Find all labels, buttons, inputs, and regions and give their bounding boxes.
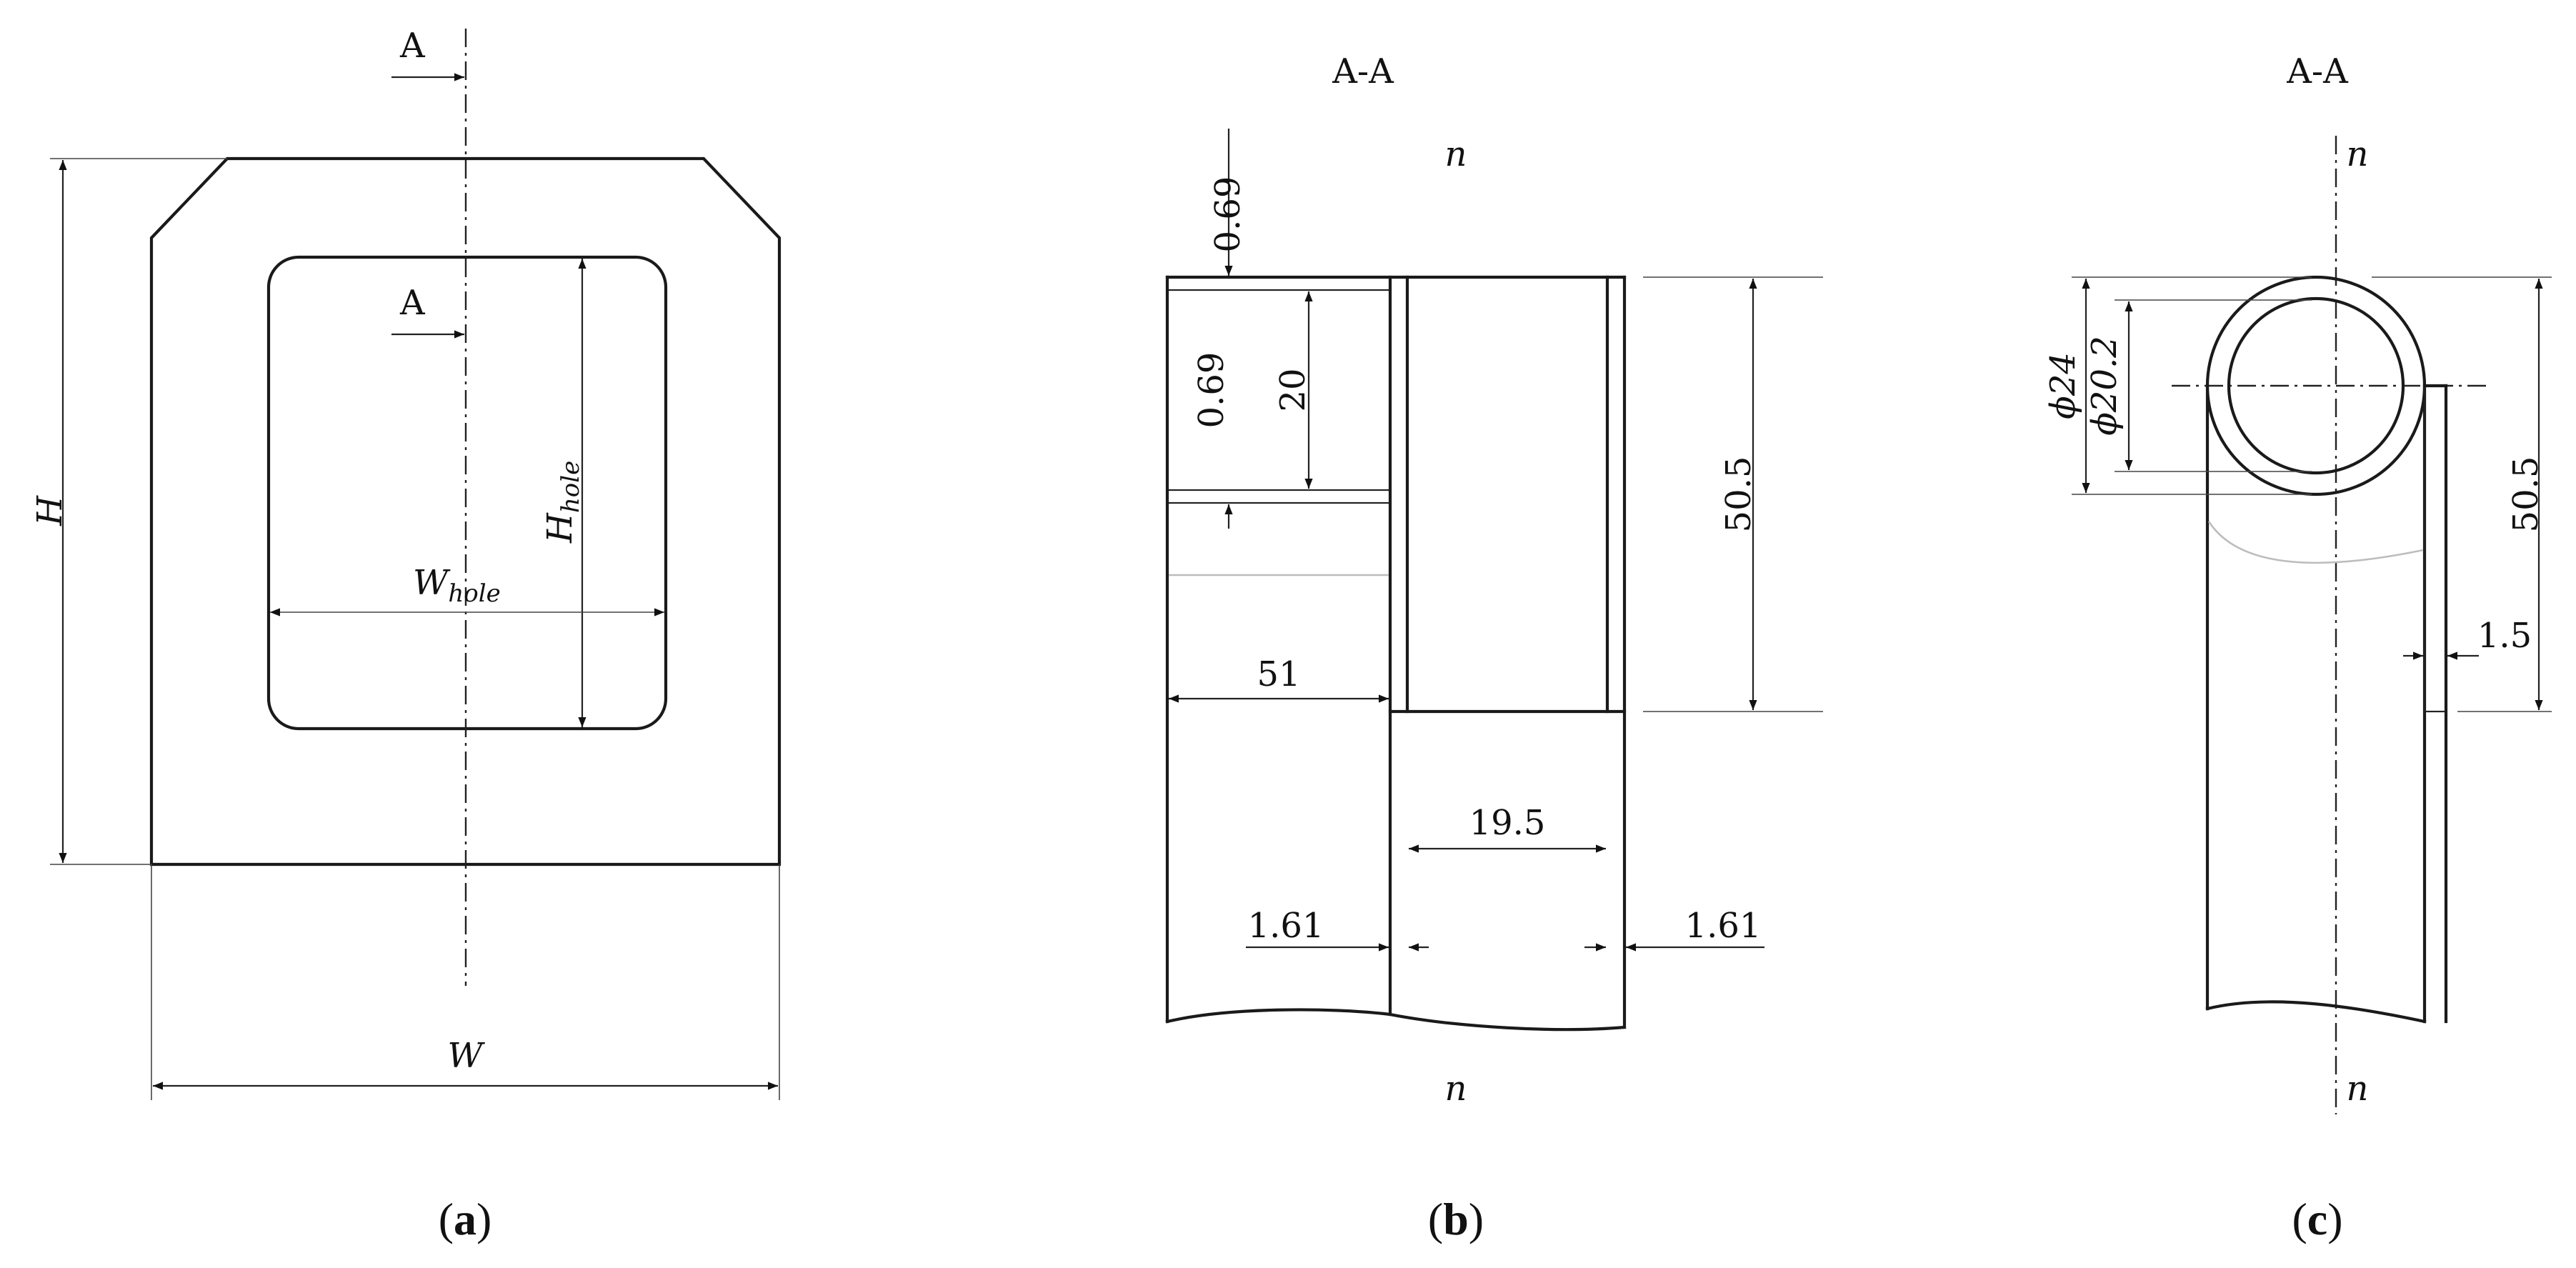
dim-c-phi20: ϕ20.2 — [2085, 336, 2125, 436]
caption-c: (c) — [2292, 1194, 2342, 1244]
view-a-frame: A A H W Hhole Whole (a) — [30, 26, 782, 1244]
section-title-b: A-A — [1332, 51, 1394, 91]
dim-b-wall-left: 1.61 — [1248, 906, 1324, 946]
b-break-line — [1165, 1008, 1627, 1032]
c-tube-inner — [2227, 296, 2405, 475]
section-mark-inner: A — [399, 283, 426, 323]
normal-top-b: n — [1445, 134, 1467, 174]
dim-c-total: 50.5 — [2506, 456, 2546, 533]
view-b-section: A-A n n 0.69 0.69 20 50.5 51 — [1165, 51, 1823, 1244]
dim-hhole-sub: hole — [556, 461, 585, 513]
normal-bottom-c: n — [2347, 1069, 2369, 1109]
dim-whole-label: Whole — [413, 563, 501, 608]
c-skin-hatch — [2423, 384, 2447, 713]
c-break-line — [2205, 1000, 2427, 1024]
dim-b-skin-top: 0.69 — [1208, 176, 1248, 253]
dim-b-total: 50.5 — [1719, 456, 1759, 533]
dim-whole-sub: hole — [448, 579, 500, 608]
dim-hhole-label: Hhole — [540, 461, 585, 544]
view-c-section: A-A n n ϕ24 ϕ20.2 50.5 — [2043, 51, 2552, 1244]
caption-b: (b) — [1428, 1194, 1484, 1244]
dim-c-phi24: ϕ24 — [2043, 352, 2083, 419]
dim-w-label: W — [447, 1036, 485, 1076]
frame-hole-outline — [266, 255, 668, 731]
dim-b-left: 51 — [1257, 654, 1300, 694]
dim-h-label: H — [30, 495, 70, 526]
dim-c-wall: 1.5 — [2477, 616, 2532, 656]
dim-b-wall-right: 1.61 — [1685, 906, 1762, 946]
dim-b-right: 19.5 — [1469, 803, 1546, 843]
c-ghost-ellipse — [2207, 521, 2424, 564]
section-mark-top: A — [399, 26, 426, 66]
caption-a: (a) — [439, 1194, 492, 1244]
dim-whole-main: W — [413, 563, 451, 603]
normal-bottom-b: n — [1445, 1069, 1467, 1109]
inner-skin-hatch — [1166, 489, 1392, 504]
top-skin-hatch — [1166, 276, 1392, 291]
dim-hhole-main: H — [540, 512, 580, 544]
center-wall-hatch — [1389, 276, 1409, 713]
dim-b-skin-inner: 0.69 — [1192, 352, 1232, 429]
normal-top-c: n — [2347, 134, 2369, 174]
section-title-c: A-A — [2286, 51, 2349, 91]
right-wall-hatch — [1606, 276, 1626, 713]
dim-b-cell: 20 — [1273, 368, 1313, 411]
